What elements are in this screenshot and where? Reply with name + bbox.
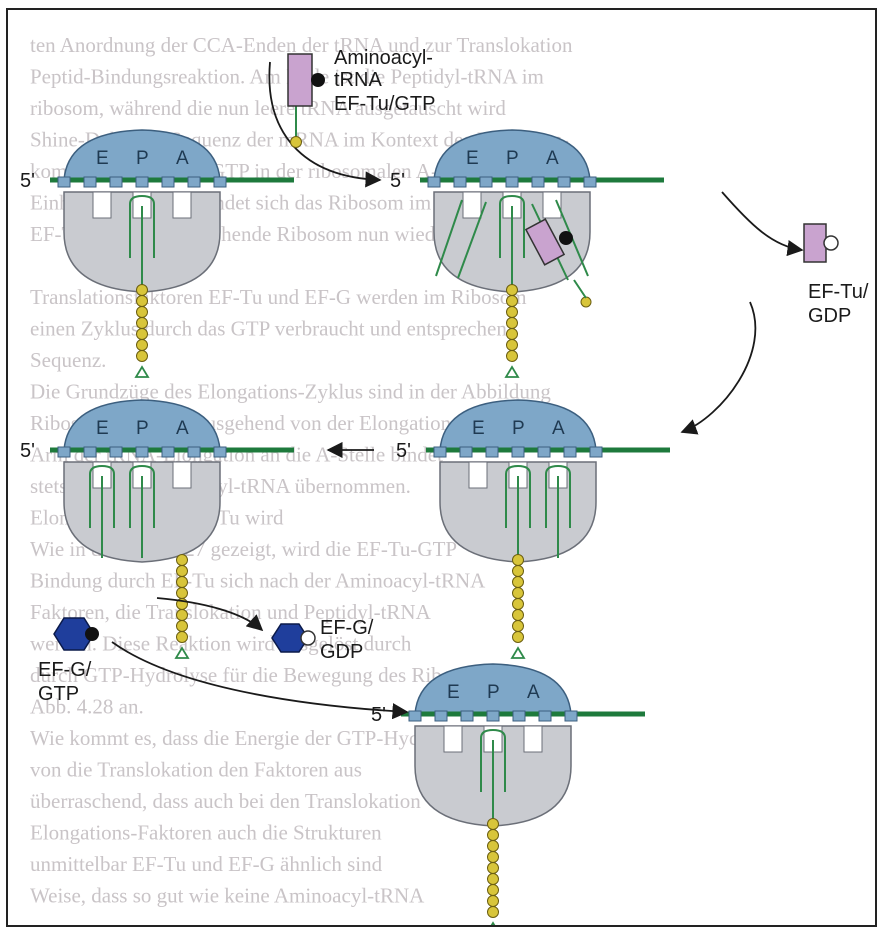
ef-g-gdp-label-1: EF-G/ bbox=[320, 617, 374, 639]
site-label-p: P bbox=[506, 148, 519, 169]
site-label-e: E bbox=[447, 682, 460, 703]
ef-g-gdp-label-2: GDP bbox=[320, 641, 363, 663]
figure-frame: ten Anordnung der CCA-Enden der tRNA und… bbox=[6, 8, 877, 927]
five-prime-label: 5' bbox=[371, 704, 386, 726]
site-label-e: E bbox=[466, 148, 479, 169]
site-label-a: A bbox=[546, 148, 559, 169]
background-text-line: durch GTP-Hydrolyse für die Bewegung des… bbox=[30, 663, 495, 687]
site-label-p: P bbox=[487, 682, 500, 703]
ef-tu-gdp-label-2: GDP bbox=[808, 305, 851, 327]
site-label-p: P bbox=[136, 148, 149, 169]
ef-g-gtp-label-1: EF-G/ bbox=[38, 659, 92, 681]
five-prime-label: 5' bbox=[396, 440, 411, 462]
background-text-line: Sequenz. bbox=[30, 348, 106, 372]
site-label-e: E bbox=[96, 148, 109, 169]
background-text-line: überraschend, dass auch bei den Translok… bbox=[30, 789, 421, 813]
site-label-a: A bbox=[552, 418, 565, 439]
site-label-a: A bbox=[527, 682, 540, 703]
amino-acid bbox=[291, 137, 302, 148]
background-text-line: Wie kommt es, dass die Energie der GTP-H… bbox=[30, 726, 471, 750]
ef-g-gtp-label-2: GTP bbox=[38, 683, 79, 705]
background-text-line: von die Translokation den Faktoren aus bbox=[30, 758, 362, 782]
background-text-line: unmittelbar EF-Tu und EF-G ähnlich sind bbox=[30, 852, 383, 876]
site-label-p: P bbox=[136, 418, 149, 439]
gtp-dot bbox=[311, 73, 325, 87]
background-text-line: Die Grundzüge des Elongations-Zyklus sin… bbox=[30, 380, 551, 404]
ef-tu-gtp-label: EF-Tu/GTP bbox=[334, 93, 435, 115]
ef-tu-gdp-label-1: EF-Tu/ bbox=[808, 281, 869, 303]
arrow-ef-tu-gdp-release bbox=[722, 192, 802, 250]
site-label-a: A bbox=[176, 418, 189, 439]
site-label-a: A bbox=[176, 148, 189, 169]
ef-tu-box bbox=[288, 54, 312, 106]
background-text-line: einen Zyklus durch das GTP verbraucht un… bbox=[30, 317, 507, 341]
translation-elongation-diagram: ten Anordnung der CCA-Enden der tRNA und… bbox=[8, 10, 877, 927]
ef-tu-gdp-complex: EF-Tu/ GDP bbox=[804, 224, 869, 327]
five-prime-label: 5' bbox=[20, 170, 35, 192]
background-text-line: Bindung durch EF-Tu sich nach der Aminoa… bbox=[30, 569, 486, 593]
background-text-line: Elongations-Faktoren auch die Strukturen bbox=[30, 821, 382, 845]
arrow-to-translocation bbox=[682, 302, 755, 432]
site-label-p: P bbox=[512, 418, 525, 439]
site-label-e: E bbox=[472, 418, 485, 439]
aminoacyl-trna-label-2: tRNA bbox=[334, 69, 382, 91]
five-prime-label: 5' bbox=[390, 170, 405, 192]
aminoacyl-trna-label-1: Aminoacyl- bbox=[334, 47, 433, 69]
background-text-line: Peptid-Bindungsreaktion. Am Ende ist die… bbox=[30, 65, 544, 89]
background-text-line: Weise, dass so gut wie keine Aminoacyl-t… bbox=[30, 884, 425, 908]
site-label-e: E bbox=[96, 418, 109, 439]
five-prime-label: 5' bbox=[20, 440, 35, 462]
ribosome-after-peptidyl-transfer: E P A 5' bbox=[396, 400, 670, 658]
background-text-line: Translationsfaktoren EF-Tu und EF-G werd… bbox=[30, 285, 527, 309]
